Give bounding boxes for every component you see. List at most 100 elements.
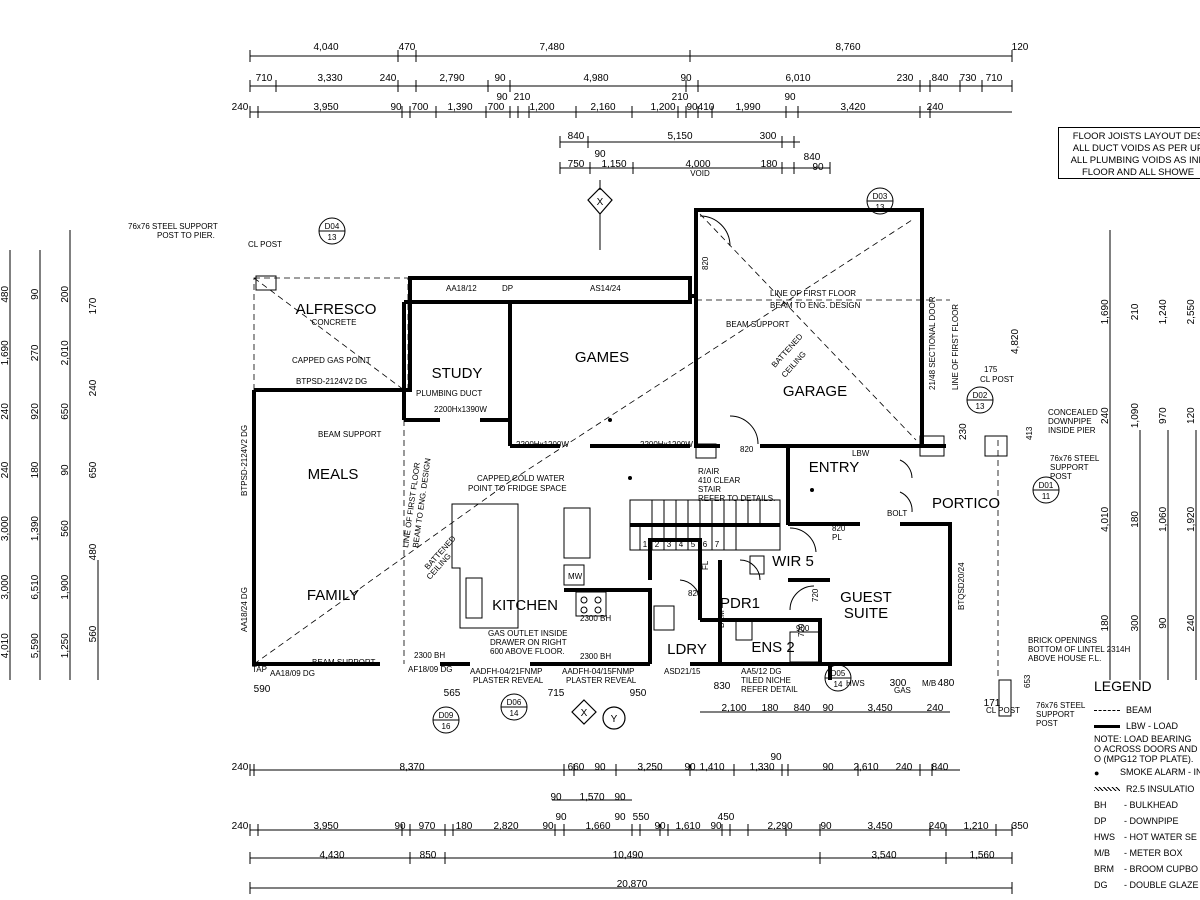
note-support-br: SUPPORT: [1036, 710, 1075, 719]
note-steel-br: 76x76 STEEL: [1036, 701, 1086, 710]
dim: 410: [698, 102, 715, 113]
legend-abbr-desc: - METER BOX: [1124, 847, 1183, 858]
section-x-bottom: [571, 699, 597, 725]
dim: 90: [680, 73, 692, 84]
dim: 240: [232, 821, 249, 832]
dim-vertical: 1,900: [60, 574, 71, 599]
dim: 90: [686, 102, 698, 113]
kitchen-island: [451, 503, 519, 629]
dim: 3,450: [867, 703, 892, 714]
stair-step-1: 1: [643, 540, 648, 549]
legend-abbr-desc: - BULKHEAD: [1124, 799, 1179, 810]
dim-vertical: 1,690: [0, 340, 11, 365]
note-aa512: AA5/12 DG: [741, 667, 781, 676]
dim: 8,370: [399, 762, 424, 773]
dim-vertical: 180: [1130, 511, 1141, 528]
dim: 1,200: [650, 102, 675, 113]
note-btqsd: BTQSD20/24: [957, 562, 966, 610]
note-brm: BRM: [717, 610, 726, 628]
note-brick-openings: BRICK OPENINGS: [1028, 636, 1097, 645]
note-bottom-lintel: BOTTOM OF LINTEL 2314H: [1028, 645, 1130, 654]
dim-8760: 8,760: [835, 42, 860, 53]
dim: 240: [927, 703, 944, 714]
detail-d01-sheet: 11: [1042, 492, 1051, 501]
dim: 300: [890, 678, 907, 689]
note-steel-r: 76x76 STEEL: [1050, 454, 1100, 463]
dim: 4,000: [685, 159, 710, 170]
note-btpsd: BTPSD-2124V2 DG: [296, 377, 367, 386]
dim: 1,210: [963, 821, 988, 832]
dim: 710: [256, 73, 273, 84]
note-aadfh-1: AADFH-04/21FNMP: [470, 667, 542, 676]
legend-smoke: ●SMOKE ALARM - IN: [1094, 764, 1200, 781]
note-as1424: AS14/24: [590, 284, 621, 293]
dim: 1,410: [699, 762, 724, 773]
note-beam-support-2: BEAM SUPPORT: [726, 320, 790, 329]
room-labels: ALFRESCO CONCRETE STUDY GAMES GARAGE MEA…: [296, 301, 1000, 658]
dim-vertical: 480: [88, 543, 99, 560]
dim: 230: [897, 73, 914, 84]
legend-abbr: HWS: [1094, 831, 1115, 842]
dim: 171: [984, 698, 1001, 709]
note-aadfh-2: AADFH-04/15FNMP: [562, 667, 634, 676]
dim: 180: [762, 703, 779, 714]
room-pdr: PDR1: [720, 595, 760, 612]
legend-abbr-row: HWS- HOT WATER SE: [1094, 829, 1200, 845]
section-x-top-label: X: [597, 197, 604, 208]
note-gas: GAS: [894, 686, 911, 695]
legend: LEGEND BEAM LBW - LOAD NOTE: LOAD BEARIN…: [1094, 678, 1200, 900]
note-steel-post-2: POST TO PIER.: [157, 231, 215, 240]
dim: 90: [494, 73, 506, 84]
note-downpipe: DOWNPIPE: [1048, 417, 1092, 426]
dim-vertical: 1,920: [1186, 506, 1197, 531]
dim: 90: [496, 92, 508, 103]
dim: 715: [548, 688, 565, 699]
legend-insulation: R2.5 INSULATIO: [1094, 781, 1200, 797]
note-gas-outlet: GAS OUTLET INSIDE: [488, 629, 567, 638]
detail-d04-sheet: 13: [328, 233, 337, 242]
dim-vertical: 4,010: [0, 633, 11, 658]
dim: 210: [514, 92, 531, 103]
room-garage: GARAGE: [783, 383, 847, 400]
room-family: FAMILY: [307, 587, 359, 604]
beam-line-icon: [1094, 710, 1120, 712]
dim: 4,980: [583, 73, 608, 84]
dim: 2,100: [721, 703, 746, 714]
note-line-3: ALL PLUMBING VOIDS AS IND: [1070, 155, 1200, 166]
note-post-br: POST: [1036, 719, 1058, 728]
dim: 950: [630, 688, 647, 699]
top-dimension-ticks: [249, 50, 1013, 174]
note-lbw: LBW: [852, 449, 870, 458]
bottom-dimension-ticks: [249, 764, 1013, 894]
dim: 970: [419, 821, 436, 832]
dim: 2,820: [493, 821, 518, 832]
dim-vertical: 650: [60, 403, 71, 420]
dim: 700: [488, 102, 505, 113]
dim-vertical: 90: [60, 464, 71, 476]
dim: 90: [542, 821, 554, 832]
note-plaster-2: PLASTER REVEAL: [566, 676, 637, 685]
dim: 850: [420, 850, 437, 861]
stair-step-6: 6: [703, 540, 708, 549]
detail-d09: D09: [439, 711, 454, 720]
note-line-1: FLOOR JOISTS LAYOUT DES: [1072, 131, 1200, 142]
dim: 90: [710, 821, 722, 832]
dim: 565: [444, 688, 461, 699]
note-line-4: FLOOR AND ALL SHOWE: [1081, 167, 1195, 178]
note-tiled-niche: TILED NICHE: [741, 676, 791, 685]
note-capped-cold: CAPPED COLD WATER: [477, 474, 565, 483]
dim-vertical: 180: [30, 461, 41, 478]
dim: 550: [633, 812, 650, 823]
note-hws: HWS: [846, 679, 865, 688]
legend-abbr: M/B: [1094, 847, 1111, 858]
dim: 3,950: [313, 102, 338, 113]
note-bolt: BOLT: [887, 509, 907, 518]
dim-vertical: 6,510: [30, 574, 41, 599]
dim-vertical: 1,240: [1158, 299, 1169, 324]
dim-vertical: 240: [0, 461, 11, 478]
dim: 90: [654, 821, 666, 832]
dim-470: 470: [399, 42, 416, 53]
note-games-window-1: 2200Hx1200W: [516, 440, 569, 449]
note-capped-gas: CAPPED GAS POINT: [292, 356, 371, 365]
